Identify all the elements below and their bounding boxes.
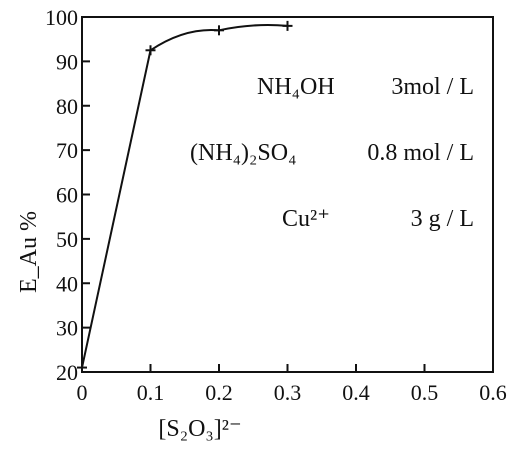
y-axis-title: E_Au %: [16, 211, 42, 293]
x-tick-label: 0.4: [342, 380, 370, 405]
annotation-1-label: NH₄OH: [257, 74, 335, 100]
y-tick-label: 90: [56, 49, 78, 74]
data-point-marker: [214, 25, 224, 36]
annotation-2-label: (NH₄)₂SO₄: [190, 140, 296, 166]
x-tick-label: 0.5: [411, 380, 439, 405]
legend-annotations: NH₄OH 3mol / L (NH₄)₂SO₄ 0.8 mol / L Cu²…: [190, 74, 474, 232]
y-tick-label: 20: [56, 360, 78, 385]
x-tick-label: 0.6: [479, 380, 507, 405]
x-tick-label: 0.2: [205, 380, 233, 405]
x-axis-title: [S₂O₃]²⁻: [158, 416, 241, 442]
annotation-1-value: 3mol / L: [391, 74, 474, 100]
data-point-marker: [145, 45, 156, 56]
data-point-marker: [77, 362, 87, 373]
y-tick-label: 100: [45, 5, 78, 30]
y-tick-label: 80: [56, 94, 78, 119]
x-tick-label: 0.3: [274, 380, 302, 405]
y-tick-label: 50: [56, 227, 78, 252]
data-point-marker: [282, 20, 293, 31]
annotation-3-label: Cu²⁺: [282, 206, 330, 232]
annotation-2-value: 0.8 mol / L: [367, 140, 474, 166]
x-tick-label: 0: [77, 380, 88, 405]
y-tick-label: 60: [56, 183, 78, 208]
annotation-3-value: 3 g / L: [411, 206, 474, 232]
y-axis-ticks: 20 30 40 50 60 70 80 90 100: [45, 5, 90, 385]
y-tick-label: 30: [56, 316, 78, 341]
x-tick-label: 0.1: [137, 380, 165, 405]
y-tick-label: 40: [56, 271, 78, 296]
y-tick-label: 70: [56, 138, 78, 163]
plot-frame: [81, 16, 494, 373]
x-axis-ticks: 0 0.1 0.2 0.3 0.4 0.5 0.6: [77, 364, 507, 405]
data-series: [77, 20, 293, 373]
